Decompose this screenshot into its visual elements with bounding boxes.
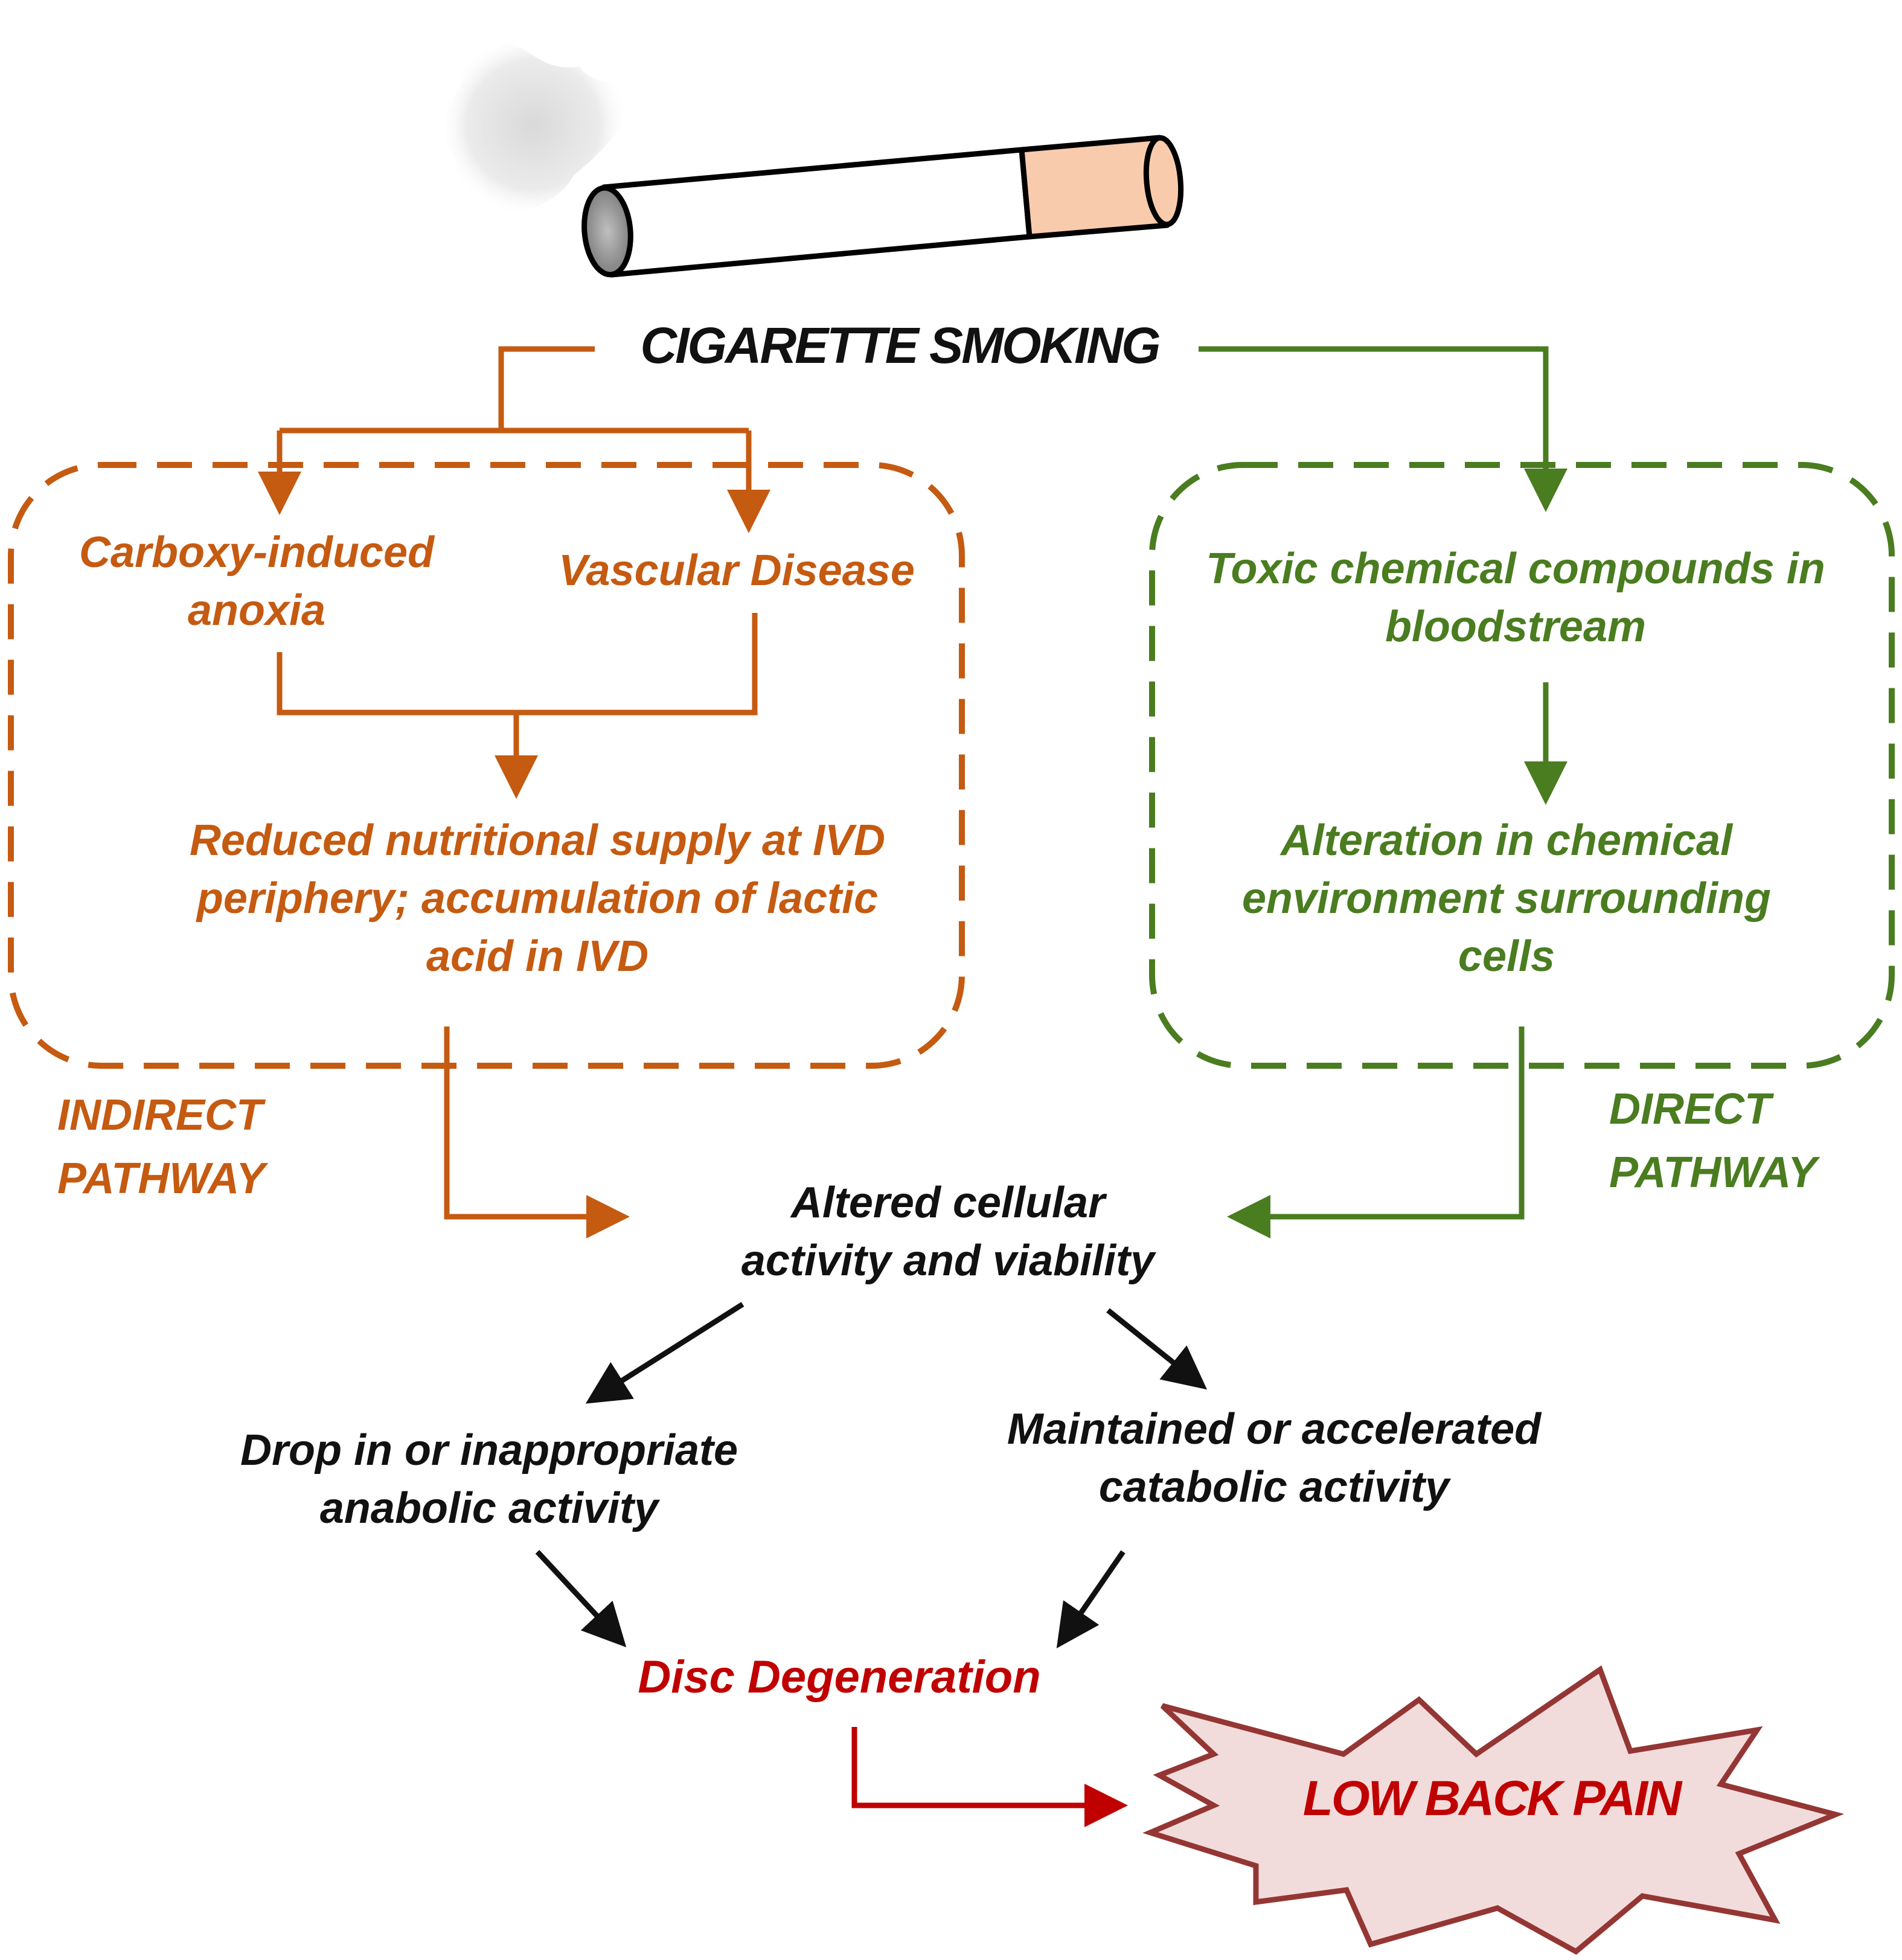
indirect-pathway-box <box>8 462 965 1069</box>
anabolic-activity-label: Drop in or inappropriate anabolic activi… <box>240 1426 738 1532</box>
arrow-indirect-to-altered <box>444 1026 630 1238</box>
arrow-altered-to-catabolic <box>1106 1308 1208 1390</box>
vascular-disease-label: Vascular Disease <box>559 546 915 595</box>
toxic-chemical-compounds-label: Toxic chemical compounds in bloodstream <box>1206 545 1825 651</box>
arrow-smoking-to-indirect <box>498 346 595 431</box>
direct-pathway-box <box>1149 462 1895 1069</box>
arrow-direct-to-altered <box>1227 1026 1525 1238</box>
direct-connectors <box>1199 346 1567 1238</box>
direct-pathway-label-line1: DIRECT <box>1609 1085 1771 1133</box>
cigarette-smoking-title: CIGARETTE SMOKING <box>640 317 1161 374</box>
arrow-anabolic-to-disc <box>535 1549 627 1648</box>
indirect-pathway-label-line1: INDIRECT <box>57 1091 263 1139</box>
indirect-pathway-label-line2: PATHWAY <box>57 1155 265 1203</box>
burst-shape <box>1142 1665 1845 1955</box>
arrow-smoking-to-direct <box>1199 346 1567 512</box>
smoke-icon <box>438 31 629 219</box>
arrow-catabolic-to-disc <box>1056 1550 1126 1648</box>
main-connectors <box>535 1302 1208 1648</box>
carboxy-induced-anoxia-label: Carboxy-induced anoxia <box>78 528 435 635</box>
direct-pathway-label-line2: PATHWAY <box>1609 1148 1817 1197</box>
cigarette-icon <box>581 135 1184 278</box>
reduced-nutritional-supply-label: Reduced nutritional supply at IVD periph… <box>189 816 886 981</box>
arrow-altered-to-anabolic <box>585 1302 744 1404</box>
alteration-in-chemical-environment-label: Alteration in chemical environment surro… <box>1241 816 1772 981</box>
low-back-pain-label: LOW BACK PAIN <box>1302 1771 1682 1826</box>
indirect-connectors <box>258 346 770 1238</box>
disc-degeneration-label: Disc Degeneration <box>638 1651 1041 1703</box>
arrow-disc-to-pain <box>851 1727 1128 1827</box>
altered-cellular-activity-label: Altered cellular activity and viability <box>741 1179 1155 1285</box>
catabolic-activity-label: Maintained or accelerated catabolic acti… <box>1007 1405 1542 1511</box>
